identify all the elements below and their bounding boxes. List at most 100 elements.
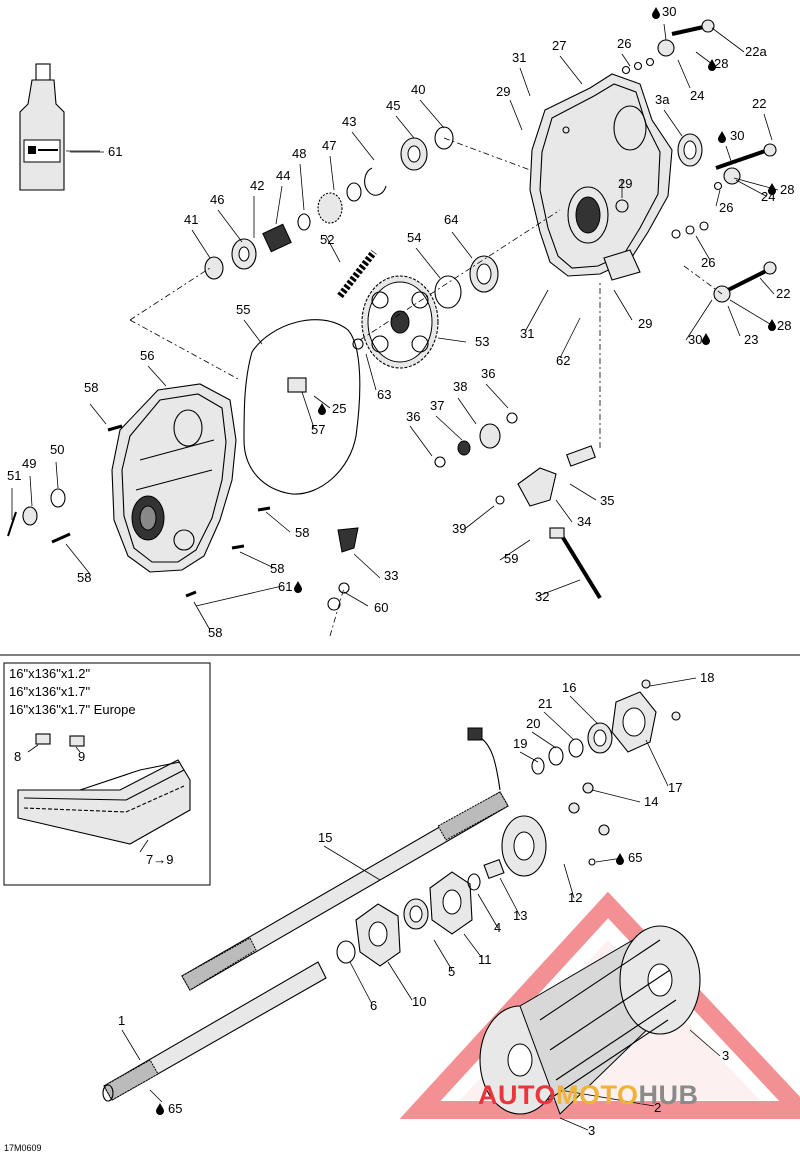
callout-leader — [499, 539, 531, 561]
callout-leader — [689, 1029, 721, 1057]
callout-3: 3 — [588, 1123, 595, 1138]
bearing-16 — [587, 722, 613, 754]
callout-37: 37 — [430, 398, 444, 413]
callout-leader — [621, 53, 631, 67]
callout-leader — [725, 145, 733, 165]
callout-leader — [121, 1029, 141, 1061]
callout-leader — [477, 893, 499, 929]
callout-38: 38 — [453, 379, 467, 394]
callout-leader — [275, 185, 283, 225]
callout-leader — [499, 877, 521, 917]
bearing-3a — [677, 133, 703, 167]
variant-line-2: 16"x136"x1.7" — [9, 684, 91, 699]
callout-leader — [735, 179, 767, 197]
callout-leader — [451, 231, 473, 259]
callout-leader — [543, 711, 575, 741]
callout-3: 3 — [722, 1048, 729, 1063]
drive-shaft-15 — [181, 791, 509, 991]
callout-3a: 3a — [655, 92, 670, 107]
callout-leader — [193, 601, 211, 631]
callout-49: 49 — [22, 456, 36, 471]
callout-leader — [299, 163, 305, 211]
callout-58: 58 — [208, 625, 222, 640]
callout-leader — [595, 857, 623, 863]
callout-5: 5 — [448, 964, 455, 979]
callout-61: 61 — [278, 579, 292, 594]
callout-26: 26 — [617, 36, 631, 51]
ring-21 — [568, 738, 584, 758]
callout-41: 41 — [184, 212, 198, 227]
callout-leader — [645, 739, 669, 787]
callout-50: 50 — [50, 442, 64, 457]
watermark-auto: AUTO — [478, 1080, 557, 1110]
callout-31: 31 — [512, 50, 526, 65]
callout-36: 36 — [481, 366, 495, 381]
oil-drop-icon — [318, 403, 326, 415]
bearing-housing-11 — [429, 871, 473, 935]
oil-drop-icon — [294, 581, 302, 593]
callout-46: 46 — [210, 192, 224, 207]
flange-plate — [501, 815, 547, 877]
speed-sensor-13 — [483, 858, 505, 880]
callout-44: 44 — [276, 168, 290, 183]
bearing-cover-17 — [611, 691, 657, 753]
callout-30: 30 — [662, 4, 676, 19]
variant-line-3: 16"x136"x1.7" Europe — [9, 702, 136, 717]
variant-callout-7-9: 7→9 — [146, 852, 174, 867]
callout-11: 11 — [478, 952, 492, 967]
callout-leader — [239, 551, 275, 569]
callout-28: 28 — [714, 56, 728, 71]
callout-leader — [351, 131, 375, 161]
nuts-14 — [568, 782, 610, 866]
callout-61: 61 — [108, 144, 122, 159]
callout-40: 40 — [411, 82, 425, 97]
callout-14: 14 — [644, 794, 658, 809]
callout-leader — [559, 1117, 589, 1131]
callout-leader — [217, 209, 243, 243]
callout-leader — [559, 317, 581, 359]
callout-leader — [353, 553, 381, 579]
callout-leader — [243, 319, 263, 345]
callout-leader — [149, 1089, 163, 1103]
callout-1: 1 — [118, 1013, 125, 1028]
callout-leader — [349, 961, 373, 1005]
callout-leader — [457, 397, 477, 425]
callout-leader — [485, 383, 509, 409]
callout-leader — [465, 505, 495, 529]
callout-48: 48 — [292, 146, 306, 161]
callout-29: 29 — [618, 176, 632, 191]
callout-leader — [65, 543, 91, 575]
callout-leader — [415, 247, 441, 279]
callout-30: 30 — [688, 332, 702, 347]
callout-65: 65 — [628, 850, 642, 865]
callout-59: 59 — [504, 551, 518, 566]
callout-leader — [191, 229, 211, 259]
callout-leader — [711, 27, 745, 53]
bearing-5 — [403, 898, 429, 930]
bearing-housing-10 — [355, 903, 401, 967]
callout-leader — [195, 585, 283, 607]
callout-54: 54 — [407, 230, 421, 245]
callout-leader — [323, 845, 381, 881]
callout-leader — [509, 99, 523, 131]
callout-19: 19 — [513, 736, 527, 751]
callout-leader — [733, 177, 779, 191]
watermark-wordmark: AUTOMOTOHUB — [478, 1080, 699, 1111]
callout-35: 35 — [600, 493, 614, 508]
cover-bolts — [7, 338, 364, 611]
oil-bottle — [19, 63, 100, 191]
shaft-stack-upper — [204, 126, 454, 280]
callout-leader — [525, 289, 549, 331]
callout-leader — [329, 155, 335, 191]
callout-leader — [759, 277, 775, 295]
callout-leader — [265, 511, 291, 533]
ring-54 — [434, 275, 462, 309]
callout-leader — [763, 113, 773, 141]
watermark-moto: MOTO — [556, 1080, 639, 1110]
oil-drop-icon — [156, 1103, 164, 1115]
callout-63: 63 — [377, 387, 391, 402]
callout-22a: 22a — [745, 44, 767, 59]
callout-18: 18 — [700, 670, 714, 685]
track-illustration — [17, 759, 191, 853]
